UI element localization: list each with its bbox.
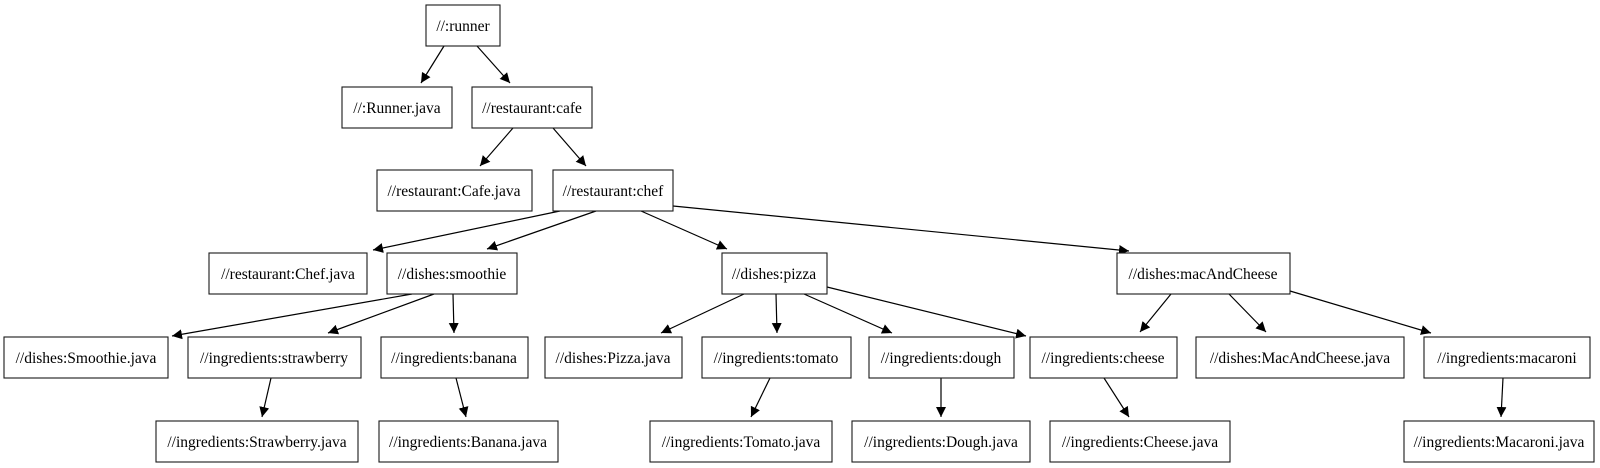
edge-smoothie-to-strawberry <box>327 293 435 335</box>
node-dough: //ingredients:dough <box>868 336 1015 379</box>
node-box <box>649 420 833 463</box>
edge-macaroni-to-macaroni-java <box>1496 377 1507 418</box>
edge-cheese-to-cheese-java <box>1103 377 1130 418</box>
node-box <box>208 252 368 295</box>
node-label: //restaurant:cafe <box>482 100 582 117</box>
edge-cafe-to-chef <box>552 127 587 167</box>
node-box <box>1423 336 1591 379</box>
node-smoothie: //dishes:smoothie <box>386 252 518 295</box>
node-chef-java: //restaurant:Chef.java <box>208 252 368 295</box>
edge-cafe-to-cafe-java <box>479 127 514 167</box>
edge-tomato-to-tomato-java <box>750 377 771 418</box>
node-mac-and-cheese: //dishes:macAndCheese <box>1116 252 1291 295</box>
node-label: //ingredients:strawberry <box>200 350 348 367</box>
node-tomato-java: //ingredients:Tomato.java <box>649 420 833 463</box>
node-box <box>471 86 593 129</box>
node-label: //restaurant:chef <box>563 183 665 200</box>
edge-chef-to-chef-java <box>372 210 561 253</box>
node-smoothie-java: //dishes:Smoothie.java <box>3 336 169 379</box>
node-box <box>721 252 828 295</box>
node-box <box>552 169 674 212</box>
node-box <box>1029 336 1178 379</box>
node-label: //dishes:Smoothie.java <box>16 350 157 367</box>
node-mac-and-cheese-java: //dishes:MacAndCheese.java <box>1195 336 1405 379</box>
node-pizza: //dishes:pizza <box>721 252 828 295</box>
node-strawberry: //ingredients:strawberry <box>187 336 362 379</box>
node-cafe-java: //restaurant:Cafe.java <box>376 169 533 212</box>
node-runner: //:runner <box>425 4 501 47</box>
node-label: //:Runner.java <box>353 100 441 117</box>
node-box <box>544 336 683 379</box>
node-strawberry-java: //ingredients:Strawberry.java <box>155 420 359 463</box>
edge-pizza-to-pizza-java <box>660 293 745 334</box>
node-box <box>341 86 453 129</box>
node-chef: //restaurant:chef <box>552 169 674 212</box>
node-label: //dishes:MacAndCheese.java <box>1210 350 1390 367</box>
node-label: //ingredients:cheese <box>1041 350 1164 367</box>
edge-chef-to-pizza <box>640 210 728 250</box>
node-label: //restaurant:Cafe.java <box>388 183 521 200</box>
node-label: //ingredients:Strawberry.java <box>167 434 346 451</box>
node-macaroni: //ingredients:macaroni <box>1423 336 1591 379</box>
node-box <box>425 4 501 47</box>
node-label: //ingredients:banana <box>391 350 517 367</box>
node-label: //ingredients:tomato <box>714 350 839 367</box>
edge-smoothie-to-smoothie-java <box>171 293 413 340</box>
node-box <box>851 420 1031 463</box>
node-box <box>1403 420 1595 463</box>
node-cafe: //restaurant:cafe <box>471 86 593 129</box>
edge-strawberry-to-strawberry-java <box>259 377 272 418</box>
edge-runner-to-runner-java <box>420 45 445 84</box>
node-runner-java: //:Runner.java <box>341 86 453 129</box>
node-label: //ingredients:Dough.java <box>864 434 1018 451</box>
node-box <box>187 336 362 379</box>
node-cheese-java: //ingredients:Cheese.java <box>1049 420 1231 463</box>
node-box <box>378 420 559 463</box>
node-label: //dishes:smoothie <box>398 266 507 283</box>
node-box <box>386 252 518 295</box>
node-pizza-java: //dishes:Pizza.java <box>544 336 683 379</box>
node-label: //:runner <box>436 18 490 35</box>
node-label: //ingredients:Tomato.java <box>662 434 821 451</box>
node-box <box>3 336 169 379</box>
node-box <box>701 336 852 379</box>
node-label: //dishes:pizza <box>732 266 816 283</box>
edge-pizza-to-dough <box>803 293 893 334</box>
node-cheese: //ingredients:cheese <box>1029 336 1178 379</box>
node-box <box>1195 336 1405 379</box>
node-layer: //:runner //:Runner.java //restaurant:ca… <box>3 4 1595 463</box>
node-label: //dishes:macAndCheese <box>1129 266 1278 283</box>
node-label: //ingredients:macaroni <box>1437 350 1577 367</box>
node-macaroni-java: //ingredients:Macaroni.java <box>1403 420 1595 463</box>
edge-chef-to-smoothie <box>486 210 597 251</box>
node-box <box>155 420 359 463</box>
node-banana-java: //ingredients:Banana.java <box>378 420 559 463</box>
node-label: //dishes:Pizza.java <box>556 350 671 367</box>
edge-pizza-to-cheese <box>826 286 1027 339</box>
node-box <box>380 336 529 379</box>
node-label: //ingredients:Cheese.java <box>1062 434 1218 451</box>
node-box <box>1049 420 1231 463</box>
node-box <box>868 336 1015 379</box>
edge-chef-to-mac-and-cheese <box>672 205 1130 255</box>
node-label: //ingredients:Banana.java <box>389 434 547 451</box>
edge-layer <box>171 45 1507 418</box>
edge-smoothie-to-banana <box>448 293 459 334</box>
node-label: //restaurant:Chef.java <box>221 266 355 283</box>
edge-runner-to-cafe <box>476 45 511 84</box>
node-tomato: //ingredients:tomato <box>701 336 852 379</box>
node-box <box>376 169 533 212</box>
node-box <box>1116 252 1291 295</box>
edge-mac-and-cheese-to-mac-and-cheese-java <box>1228 293 1267 333</box>
edge-mac-and-cheese-to-cheese <box>1139 293 1172 333</box>
edge-mac-and-cheese-to-macaroni <box>1289 290 1432 335</box>
edge-pizza-to-tomato <box>771 293 782 334</box>
node-label: //ingredients:dough <box>881 350 1002 367</box>
node-dough-java: //ingredients:Dough.java <box>851 420 1031 463</box>
node-banana: //ingredients:banana <box>380 336 529 379</box>
edge-banana-to-banana-java <box>455 377 469 418</box>
node-label: //ingredients:Macaroni.java <box>1414 434 1585 451</box>
